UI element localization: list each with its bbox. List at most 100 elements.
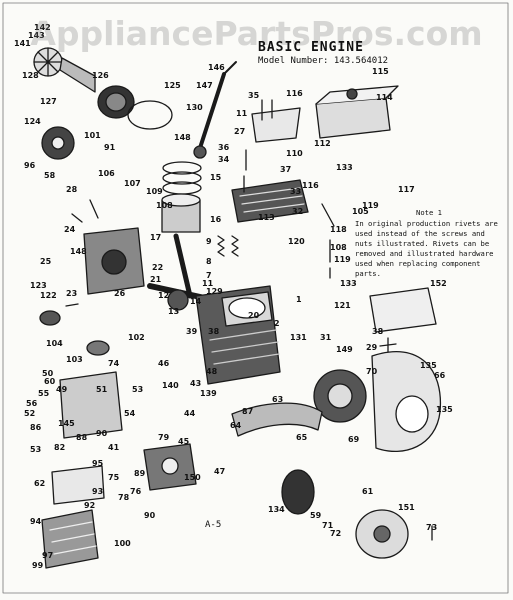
part-number-label-17: 17 [150, 233, 161, 242]
part-number-label-141: 141 [14, 39, 31, 48]
part-number-label-101: 101 [84, 131, 101, 140]
part-number-label-70: 70 [366, 367, 378, 376]
part-number-label-119a: 119 [362, 201, 379, 210]
part-number-label-13: 13 [168, 307, 179, 316]
part-number-label-33: 33 [290, 187, 301, 196]
part-number-label-25: 25 [40, 257, 52, 266]
part-number-label-108b: 108 [330, 243, 347, 252]
part-number-label-133b: 133 [340, 279, 357, 288]
part-number-label-32: 32 [292, 207, 303, 216]
part-number-label-31: 31 [320, 333, 332, 342]
part-number-label-27: 27 [234, 127, 245, 136]
part-number-label-128: 128 [22, 71, 39, 80]
part-number-label-78: 78 [118, 493, 130, 502]
part-number-label-43: 43 [190, 379, 201, 388]
part-number-label-90b: 90 [144, 511, 156, 520]
part-number-label-110: 110 [286, 149, 303, 158]
part-number-label-76: 76 [130, 487, 142, 496]
part-number-label-55: 55 [38, 389, 50, 398]
part-number-label-41: 41 [108, 443, 120, 452]
part-number-label-100: 100 [114, 539, 131, 548]
part-number-label-117: 117 [398, 185, 415, 194]
part-number-label-143: 143 [28, 31, 45, 40]
part-number-label-64: 64 [230, 421, 242, 430]
part-number-label-94: 94 [30, 517, 42, 526]
note-text: In original production rivets are used i… [355, 219, 498, 278]
part-number-label-146: 146 [208, 63, 225, 72]
part-number-label-121: 121 [334, 301, 351, 310]
part-number-label-51: 51 [96, 385, 108, 394]
part-number-label-15: 15 [210, 173, 222, 182]
part-number-label-58: 58 [44, 171, 56, 180]
part-number-label-24: 24 [64, 225, 76, 234]
part-number-label-50: 50 [42, 369, 54, 378]
blower-housing-part [371, 351, 442, 453]
part-number-label-89: 89 [134, 469, 146, 478]
part-number-label-88: 88 [76, 433, 88, 442]
part-number-label-46: 46 [158, 359, 170, 368]
part-number-label-151: 151 [398, 503, 415, 512]
part-number-label-149: 149 [336, 345, 353, 354]
part-number-label-48: 48 [206, 367, 218, 376]
part-number-label-147: 147 [196, 81, 213, 90]
part-number-label-131: 131 [290, 333, 307, 342]
part-number-label-115: 115 [372, 67, 389, 76]
model-number: Model Number: 143.564012 [258, 56, 389, 66]
part-number-label-125: 125 [164, 81, 181, 90]
part-number-label-63: 63 [272, 395, 283, 404]
part-number-label-127: 127 [40, 97, 57, 106]
part-number-label-45: 45 [178, 437, 190, 446]
part-number-label-52: 52 [24, 409, 35, 418]
part-number-label-118: 118 [330, 225, 347, 234]
part-number-label-11: 11 [236, 109, 248, 118]
hardware-fasteners [65, 99, 433, 541]
part-number-label-99: 99 [32, 561, 44, 570]
part-number-label-73: 73 [426, 523, 437, 532]
part-number-label-7: 7 [206, 271, 212, 280]
part-number-label-66: 66 [434, 371, 446, 380]
part-number-label-134: 134 [268, 505, 285, 514]
seal-part [39, 310, 61, 326]
filter-element-part [51, 465, 105, 505]
rewind-starter-part [355, 509, 409, 559]
part-number-label-87: 87 [242, 407, 253, 416]
pushrod-part [193, 61, 237, 159]
part-number-label-49: 49 [56, 385, 68, 394]
baffle-part [231, 402, 323, 437]
part-number-label-107: 107 [124, 179, 141, 188]
part-number-label-106: 106 [98, 169, 115, 178]
watermark-text: AppliancePartsPros.com [30, 14, 483, 53]
part-number-label-112: 112 [314, 139, 331, 148]
page-label: A-5 [205, 520, 222, 530]
part-number-label-69: 69 [348, 435, 360, 444]
part-number-label-96: 96 [24, 161, 36, 170]
part-number-label-12: 12 [158, 291, 169, 300]
control-bracket-part [59, 371, 123, 439]
part-number-label-95: 95 [92, 459, 104, 468]
air-cleaner-part [315, 85, 399, 139]
flywheel-part [97, 85, 135, 119]
part-number-label-60: 60 [44, 377, 56, 386]
part-number-label-91: 91 [104, 143, 116, 152]
part-number-label-56: 56 [26, 399, 38, 408]
part-number-label-152: 152 [430, 279, 447, 288]
breather-plate-part [251, 107, 301, 143]
gasket-ring-part [127, 100, 173, 130]
part-number-label-53b: 53 [30, 445, 41, 454]
flywheel-fan-part [33, 47, 96, 93]
part-number-label-86: 86 [30, 423, 42, 432]
part-number-label-16: 16 [210, 215, 222, 224]
part-number-label-135b: 135 [436, 405, 453, 414]
engine-block-part [195, 285, 281, 385]
part-number-label-148: 148 [174, 133, 191, 142]
part-number-label-72: 72 [330, 529, 341, 538]
part-number-label-114: 114 [376, 93, 393, 102]
part-number-label-124: 124 [24, 117, 41, 126]
part-number-label-139: 139 [200, 389, 217, 398]
part-number-label-140: 140 [162, 381, 179, 390]
part-number-label-21: 21 [150, 275, 162, 284]
cover-plate-part [369, 287, 437, 333]
part-number-label-108: 108 [156, 201, 173, 210]
